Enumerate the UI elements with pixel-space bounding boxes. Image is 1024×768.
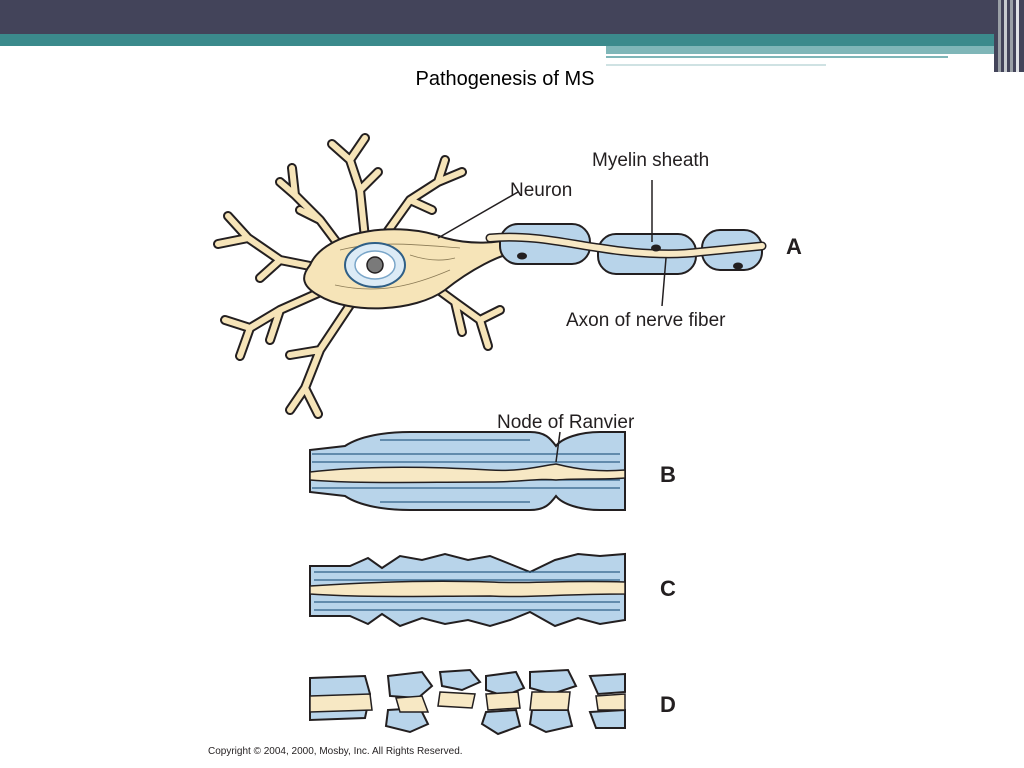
panel-d-fiber	[309, 668, 626, 736]
axon-fiber-fill	[487, 234, 765, 257]
corner-decoration	[994, 0, 1024, 72]
neuron-cell-body	[303, 228, 519, 310]
schwann-nucleus-3	[733, 262, 743, 270]
cell-body-texture	[334, 243, 461, 290]
header-teal-stripe	[0, 34, 1024, 46]
nucleolus	[366, 256, 384, 274]
label-myelin-sheath: Myelin sheath	[592, 150, 709, 171]
axon-fragments-d	[309, 691, 626, 713]
panel-letter-a: A	[786, 234, 802, 259]
panel-letter-d: D	[660, 692, 676, 717]
label-node-of-ranvier: Node of Ranvier	[497, 412, 635, 433]
schwann-nucleus-1	[517, 252, 527, 260]
neuron-illustration	[213, 133, 519, 419]
panel-letter-c: C	[660, 576, 676, 601]
schwann-nucleus-2	[651, 244, 661, 252]
header-band	[0, 0, 1024, 34]
ms-pathogenesis-figure: Neuron Myelin sheath Axon of nerve fiber…	[213, 133, 802, 736]
label-axon: Axon of nerve fiber	[566, 310, 726, 331]
slide-title: Pathogenesis of MS	[415, 68, 595, 90]
myelin-lamellae-c	[314, 571, 620, 611]
dendrites-fill	[215, 135, 503, 417]
panel-a-leaders	[437, 180, 667, 307]
leader-node-of-ranvier	[555, 431, 561, 463]
header-teal-accent	[606, 46, 1024, 54]
myelinated-axon	[485, 223, 767, 275]
header-rule	[606, 56, 948, 58]
label-neuron: Neuron	[510, 180, 572, 201]
axon-b	[309, 463, 626, 484]
copyright-notice: Copyright © 2004, 2000, Mosby, Inc. All …	[208, 746, 463, 757]
panel-letter-b: B	[660, 462, 676, 487]
panel-c-fiber	[309, 552, 626, 628]
panel-b-fiber	[309, 431, 626, 511]
header-rule-secondary	[606, 64, 826, 66]
axon-c	[309, 580, 626, 598]
